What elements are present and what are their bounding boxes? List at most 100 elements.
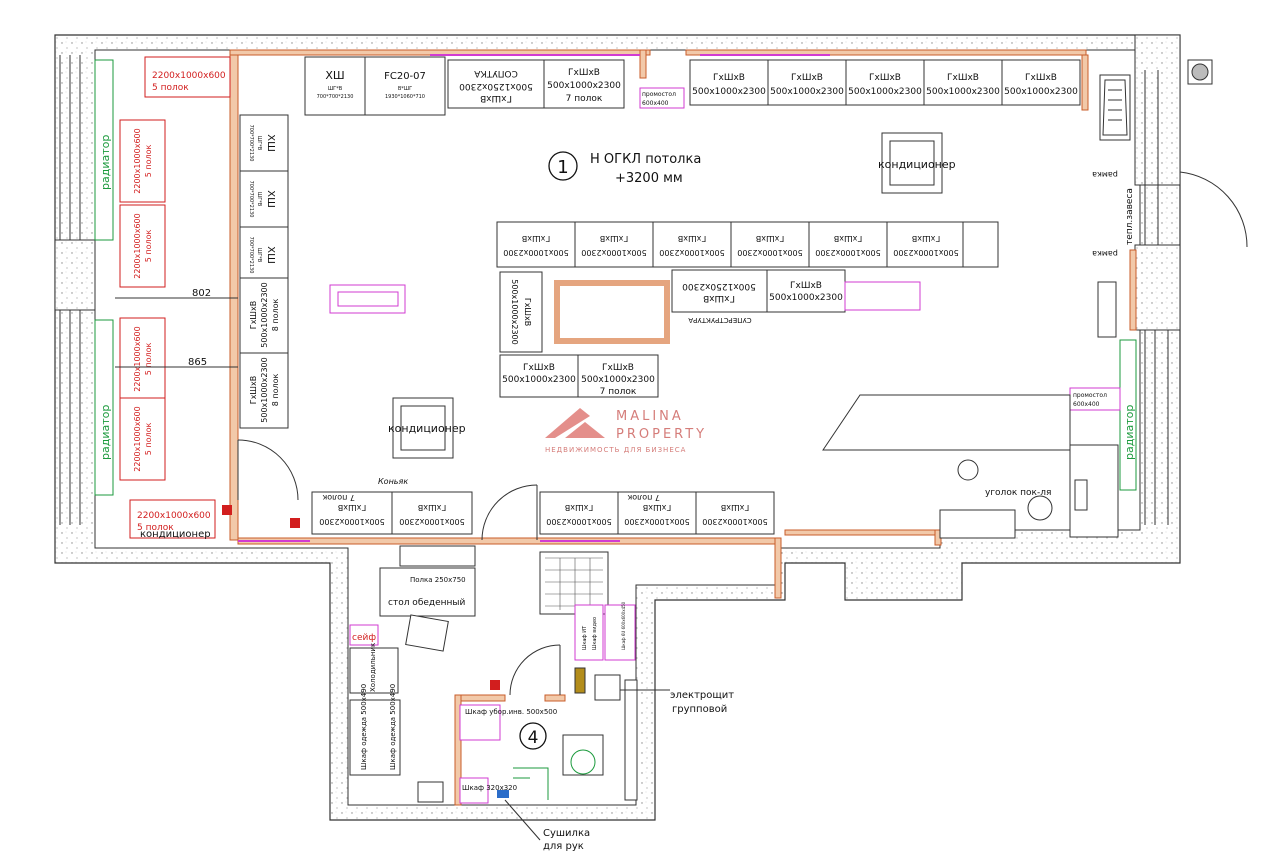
svg-text:500x1000x2300: 500x1000x2300 <box>624 517 689 526</box>
promo-table-top[interactable]: промостол 600x400 <box>639 87 685 109</box>
left-fridges: ХШШГ*В700*700*2130ХШШГ*В700*700*2130ХШШГ… <box>239 114 289 284</box>
fridge-top-2[interactable]: FC20-07 В*ШГ 1930*1060*710 <box>364 56 446 116</box>
svg-text:ГхШхВ: ГхШхВ <box>834 234 862 243</box>
svg-text:2200x1000x600: 2200x1000x600 <box>133 326 142 391</box>
svg-text:ГхШхВ: ГхШхВ <box>249 301 258 329</box>
radiator-left-2: радиатор <box>94 319 114 496</box>
left-wall-block-top[interactable]: 2200x1000x600 5 полок <box>144 56 231 98</box>
island-top-row: 500x1000x2300ГхШхВ500x1000x2300ГхШхВ500x… <box>496 221 966 268</box>
left-wall-block-bottom[interactable]: 2200x1000x600 5 полок кондиционер <box>129 499 216 540</box>
svg-text:ГхШхВ: ГхШхВ <box>338 503 366 512</box>
door-backroom[interactable] <box>481 484 538 541</box>
svg-text:ХШ: ХШ <box>325 69 344 82</box>
svg-text:500x1000x2300: 500x1000x2300 <box>769 293 843 303</box>
top-unit-7-shelves[interactable]: ГхШхВ 500x1000x2300 7 полок <box>543 59 625 109</box>
top-shelf-unit[interactable]: ГхШхВ 500x1000x2300 <box>923 59 1003 106</box>
center-display <box>329 284 406 314</box>
svg-text:2200x1000x600: 2200x1000x600 <box>152 71 226 81</box>
svg-text:тепл.завеса: тепл.завеса <box>1125 188 1135 245</box>
svg-text:600x400: 600x400 <box>642 100 669 107</box>
ac-center[interactable]: кондиционер <box>388 397 466 459</box>
svg-text:ГхШхВ: ГхШхВ <box>713 73 745 83</box>
island-superstructure[interactable]: ГхШхВ 500x1250x2300 ГхШхВ 500x1000x2300 … <box>671 269 921 324</box>
svg-text:ГхШхВ: ГхШхВ <box>912 234 940 243</box>
svg-text:Шкаф видео: Шкаф видео <box>592 617 598 650</box>
svg-text:PROPERTY: PROPERTY <box>616 427 707 442</box>
svg-text:500x1000x2300: 500x1000x2300 <box>503 248 568 257</box>
svg-text:ШГ*В: ШГ*В <box>328 86 343 92</box>
svg-text:радиатор: радиатор <box>99 405 112 460</box>
svg-text:865: 865 <box>188 357 207 368</box>
fridge-top-1[interactable]: ХШ ШГ*В 700*700*2130 <box>304 56 366 116</box>
island-top-unit[interactable]: 500x1000x2300 ГхШхВ <box>808 221 888 268</box>
svg-text:2200x1000x600: 2200x1000x600 <box>133 128 142 193</box>
svg-text:ГхШхВ: ГхШхВ <box>523 363 555 373</box>
svg-text:7 полок: 7 полок <box>322 493 355 502</box>
watermark-logo: MALINA PROPERTY НЕДВИЖИМОСТЬ ДЛЯ БИЗНЕСА <box>545 408 707 454</box>
svg-text:Шкаф одежда 500x490: Шкаф одежда 500x490 <box>389 684 397 770</box>
svg-text:+3200 мм: +3200 мм <box>615 171 683 186</box>
svg-text:ГхШхВ: ГхШхВ <box>947 73 979 83</box>
svg-text:Шкаф 6U 600x600x450: Шкаф 6U 600x600x450 <box>621 601 626 650</box>
svg-text:ГхШхВ: ГхШхВ <box>600 234 628 243</box>
svg-text:700*700*2130: 700*700*2130 <box>317 94 354 100</box>
svg-text:Полка 250x750: Полка 250x750 <box>410 576 466 584</box>
svg-text:Шкаф ИТ: Шкаф ИТ <box>582 625 588 650</box>
svg-text:8 полок: 8 полок <box>271 299 280 332</box>
svg-text:802: 802 <box>192 288 211 299</box>
svg-text:СУПЕРСТРУКТУРА: СУПЕРСТРУКТУРА <box>688 316 751 324</box>
backroom-labels: электрощит групповой Сушилка для рук Шка… <box>504 601 734 852</box>
svg-text:Шкаф одежда 500x490: Шкаф одежда 500x490 <box>360 684 368 770</box>
svg-text:ХШ: ХШ <box>265 190 276 208</box>
fire-extinguisher-icons <box>222 505 500 690</box>
top-sopulka-unit[interactable]: ГхШхВ 500x1250x2300 СОПУТКА <box>447 59 545 109</box>
door-entrance[interactable] <box>1179 171 1248 248</box>
door-room4[interactable] <box>509 644 561 696</box>
svg-text:700*700*2130: 700*700*2130 <box>248 181 254 218</box>
island-end-unit[interactable]: ГхШхВ 500x1000x2300 <box>499 271 543 353</box>
svg-text:500x1000x2300: 500x1000x2300 <box>926 87 1000 97</box>
bottom-right-shelves[interactable]: 500x1000x2300ГхШхВ500x1000x2300ГхШхВ500x… <box>539 491 775 535</box>
ac-top-right[interactable]: кондиционер <box>878 132 956 194</box>
svg-text:8 полок: 8 полок <box>271 374 280 407</box>
svg-text:500x1000x2300: 500x1000x2300 <box>319 517 384 526</box>
svg-text:Шкаф убор.инв. 500x500: Шкаф убор.инв. 500x500 <box>465 708 557 716</box>
svg-text:2200x1000x600: 2200x1000x600 <box>137 511 211 521</box>
svg-text:ШГ*В: ШГ*В <box>256 248 262 263</box>
svg-text:600x400: 600x400 <box>1073 401 1100 408</box>
svg-text:ГхШхВ: ГхШхВ <box>480 93 512 103</box>
door-office[interactable] <box>237 439 299 501</box>
svg-text:уголок пок-ля: уголок пок-ля <box>985 488 1051 498</box>
svg-text:для рук: для рук <box>543 841 584 852</box>
svg-text:радиатор: радиатор <box>1123 405 1136 460</box>
svg-text:групповой: групповой <box>672 704 727 715</box>
svg-text:700*700*2130: 700*700*2130 <box>248 125 254 162</box>
svg-text:500x1000x2300: 500x1000x2300 <box>260 282 269 347</box>
svg-text:ХШ: ХШ <box>265 134 276 152</box>
svg-text:Н ОГКЛ потолка: Н ОГКЛ потолка <box>590 152 701 167</box>
svg-text:стол обеденный: стол обеденный <box>388 598 466 608</box>
bottom-left-shelves[interactable]: Коньяк 500x1000x2300ГхШхВ500x1000x2300Гх… <box>311 477 473 535</box>
svg-text:500x1000x2300: 500x1000x2300 <box>815 248 880 257</box>
